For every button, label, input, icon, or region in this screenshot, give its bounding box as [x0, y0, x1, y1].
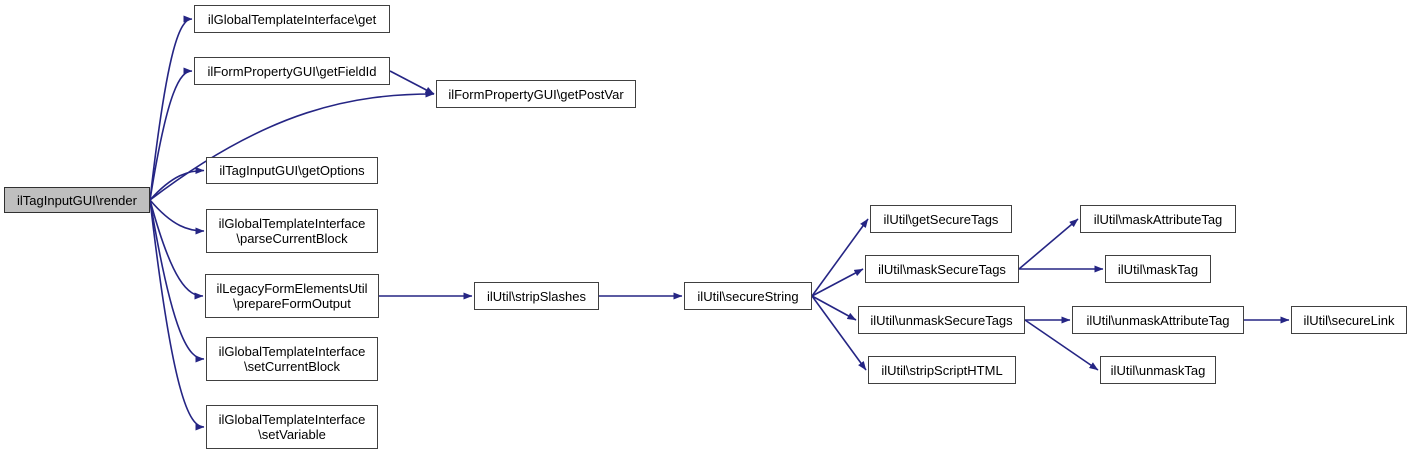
graph-node-secureString[interactable]: ilUtil\secureString: [684, 282, 812, 310]
graph-node-label: ilUtil\unmaskSecureTags: [870, 312, 1013, 328]
graph-node-unmaskTag[interactable]: ilUtil\unmaskTag: [1100, 356, 1216, 384]
graph-node-getSecureTags[interactable]: ilUtil\getSecureTags: [870, 205, 1012, 233]
graph-node-label: ilGlobalTemplateInterface: [218, 412, 366, 427]
graph-node-label: ilUtil\maskSecureTags: [878, 261, 1006, 277]
graph-edge-render-to-setCurrentBlock: [149, 199, 205, 363]
graph-node-getPostVar[interactable]: ilFormPropertyGUI\getPostVar: [436, 80, 636, 108]
graph-node-label: ilFormPropertyGUI\getPostVar: [448, 86, 624, 102]
graph-node-maskSecureTags[interactable]: ilUtil\maskSecureTags: [865, 255, 1019, 283]
graph-node-label: ilUtil\secureString: [697, 288, 799, 304]
graph-edge-render-to-prepareFormOutput: [149, 199, 204, 300]
graph-node-label: \prepareFormOutput: [233, 296, 351, 311]
graph-node-label: ilFormPropertyGUI\getFieldId: [207, 63, 377, 79]
graph-edge-render-to-getFieldId: [149, 67, 193, 201]
graph-node-label: ilUtil\stripSlashes: [487, 288, 586, 304]
graph-node-setVariable[interactable]: ilGlobalTemplateInterface\setVariable: [206, 405, 378, 449]
graph-node-label: ilUtil\stripScriptHTML: [881, 362, 1003, 378]
graph-node-label: \parseCurrentBlock: [236, 231, 348, 246]
graph-node-label: ilTagInputGUI\getOptions: [219, 163, 365, 178]
graph-node-prepareFormOutput[interactable]: ilLegacyFormElementsUtil\prepareFormOutp…: [205, 274, 379, 318]
graph-node-label: ilUtil\maskTag: [1117, 261, 1199, 277]
graph-node-label: ilGlobalTemplateInterface: [218, 344, 366, 359]
graph-edge-render-to-getOptions: [149, 167, 205, 201]
graph-node-secureLink[interactable]: ilUtil\secureLink: [1291, 306, 1407, 334]
graph-edge-secureString-to-unmaskSecureTags: [811, 295, 857, 321]
graph-edge-secureString-to-getSecureTags: [811, 218, 869, 297]
graph-node-getOptions[interactable]: ilTagInputGUI\getOptions: [206, 157, 378, 184]
graph-edge-secureString-to-maskSecureTags: [811, 268, 864, 297]
graph-node-label: ilGlobalTemplateInterface: [218, 216, 366, 231]
graph-node-label: ilUtil\unmaskAttributeTag: [1086, 312, 1230, 328]
graph-node-setCurrentBlock[interactable]: ilGlobalTemplateInterface\setCurrentBloc…: [206, 337, 378, 381]
graph-node-stripSlashes[interactable]: ilUtil\stripSlashes: [474, 282, 599, 310]
graph-node-maskTag[interactable]: ilUtil\maskTag: [1105, 255, 1211, 283]
graph-node-get[interactable]: ilGlobalTemplateInterface\get: [194, 5, 390, 33]
graph-node-label: \setCurrentBlock: [243, 359, 341, 374]
graph-edge-render-to-getPostVar: [149, 90, 435, 201]
graph-node-unmaskSecureTags[interactable]: ilUtil\unmaskSecureTags: [858, 306, 1025, 334]
graph-node-label: ilGlobalTemplateInterface\get: [207, 11, 377, 27]
graph-edge-render-to-setVariable: [149, 199, 205, 431]
graph-node-stripScriptHTML[interactable]: ilUtil\stripScriptHTML: [868, 356, 1016, 384]
graph-edge-maskSecureTags-to-maskAttributeTag: [1018, 218, 1079, 270]
graph-node-unmaskAttributeTag[interactable]: ilUtil\unmaskAttributeTag: [1072, 306, 1244, 334]
graph-edge-getFieldId-to-getPostVar: [389, 70, 435, 95]
graph-node-label: ilLegacyFormElementsUtil: [216, 281, 368, 296]
graph-node-maskAttributeTag[interactable]: ilUtil\maskAttributeTag: [1080, 205, 1236, 233]
graph-edge-render-to-get: [149, 15, 193, 201]
graph-node-parseCurrentBlock[interactable]: ilGlobalTemplateInterface\parseCurrentBl…: [206, 209, 378, 253]
graph-node-label: \setVariable: [258, 427, 326, 442]
graph-node-render[interactable]: ilTagInputGUI\render: [4, 187, 150, 213]
graph-node-label: ilTagInputGUI\render: [17, 192, 137, 208]
graph-node-label: ilUtil\secureLink: [1303, 312, 1395, 328]
graph-edge-render-to-parseCurrentBlock: [149, 199, 205, 235]
graph-node-label: ilUtil\unmaskTag: [1110, 362, 1206, 378]
graph-node-getFieldId[interactable]: ilFormPropertyGUI\getFieldId: [194, 57, 390, 85]
graph-node-label: ilUtil\maskAttributeTag: [1093, 211, 1223, 227]
graph-node-label: ilUtil\getSecureTags: [883, 211, 999, 227]
